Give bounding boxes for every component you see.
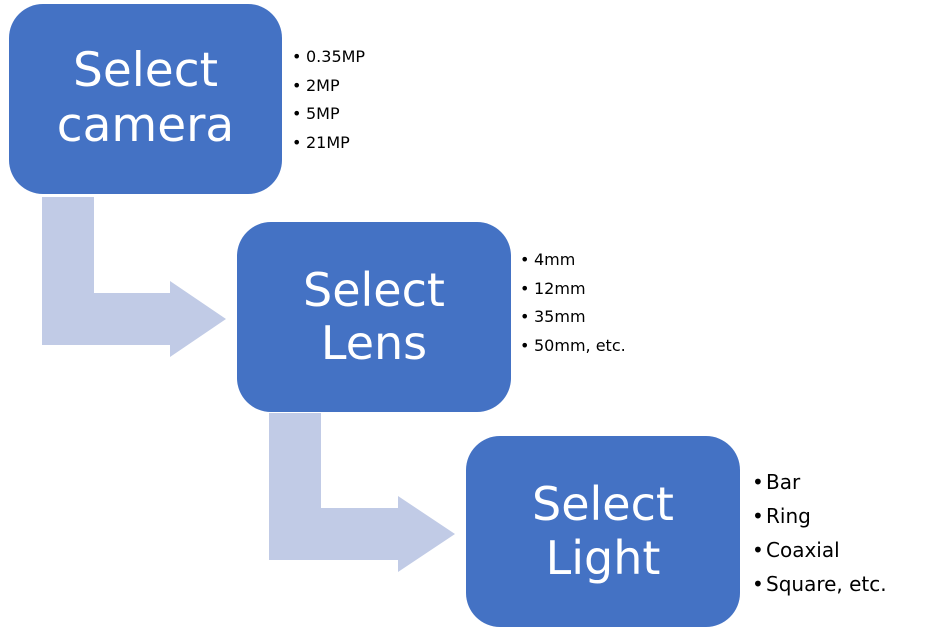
list-item: 2MP xyxy=(292,72,365,101)
list-item: Bar xyxy=(752,465,887,499)
step-title-line1: Select xyxy=(303,262,445,317)
select-light-box: Select Light xyxy=(466,436,740,627)
list-item: 4mm xyxy=(520,246,626,275)
step-title-line2: Light xyxy=(545,530,661,585)
light-options-list: Bar Ring Coaxial Square, etc. xyxy=(752,465,887,601)
list-item: 21MP xyxy=(292,129,365,158)
lens-options-list: 4mm 12mm 35mm 50mm, etc. xyxy=(520,246,626,361)
camera-options-list: 0.35MP 2MP 5MP 21MP xyxy=(292,43,365,158)
list-item: 5MP xyxy=(292,100,365,129)
select-lens-box: Select Lens xyxy=(237,222,511,412)
step-title-line1: Select xyxy=(532,477,674,532)
list-item: 12mm xyxy=(520,275,626,304)
list-item: 35mm xyxy=(520,303,626,332)
list-item: 0.35MP xyxy=(292,43,365,72)
select-camera-box: Select camera xyxy=(9,4,282,194)
list-item: 50mm, etc. xyxy=(520,332,626,361)
list-item: Square, etc. xyxy=(752,567,887,601)
step-title-line2: camera xyxy=(56,98,235,153)
step-title-line2: Lens xyxy=(320,316,428,370)
list-item: Ring xyxy=(752,499,887,533)
list-item: Coaxial xyxy=(752,533,887,567)
step-title-line1: Select xyxy=(73,43,218,99)
